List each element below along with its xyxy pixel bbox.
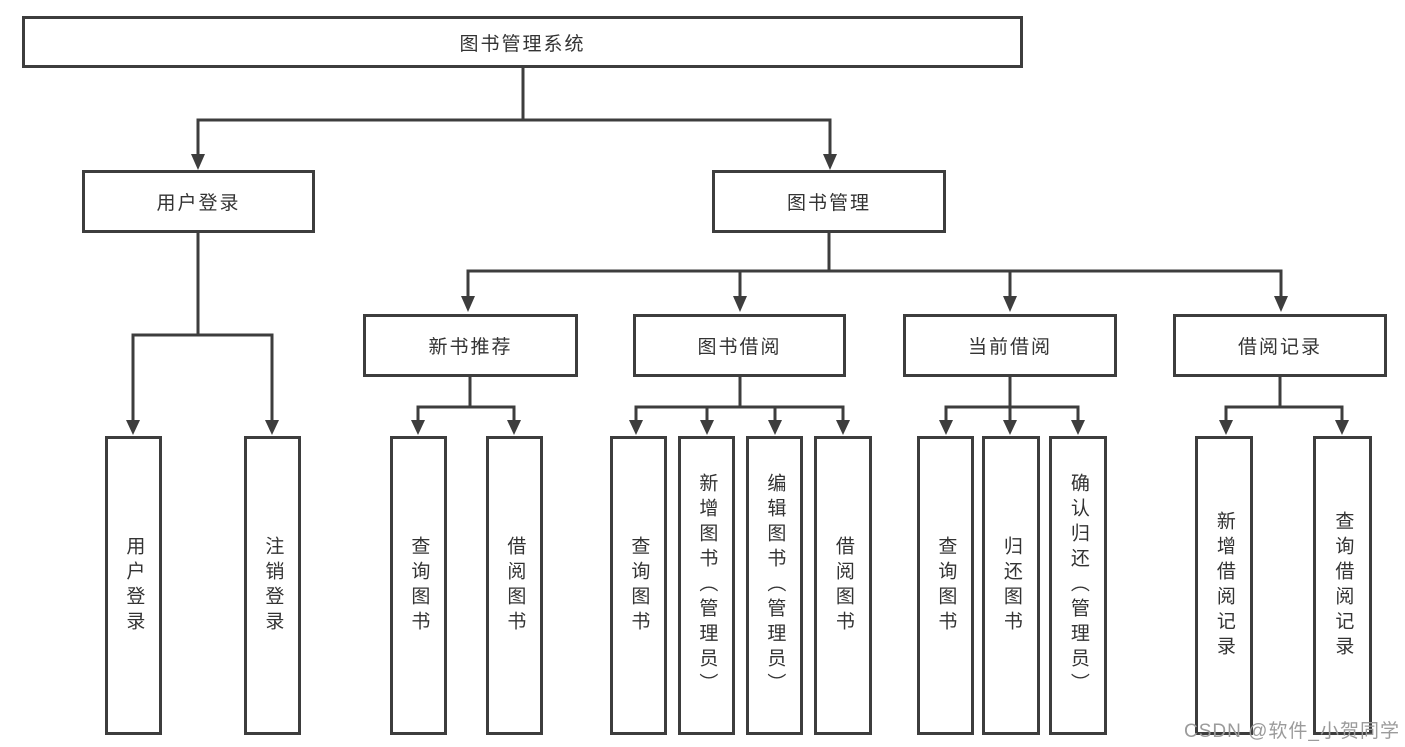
node-label: 图书管理	[786, 193, 871, 214]
node-leaf-logout: 注销登录	[244, 436, 301, 735]
node-label: 图书管理系统	[459, 33, 586, 55]
node-label: 注销登录	[262, 535, 284, 636]
node-leaf-edit-books-admin: 编辑图书（管理员）	[746, 436, 803, 735]
node-leaf-add-books-admin: 新增图书（管理员）	[678, 436, 735, 735]
node-label: 用户登录	[156, 193, 241, 214]
node-label: 确认归还（管理员）	[1067, 473, 1089, 698]
csdn-watermark: CSDN @软件_小贺同学	[1184, 721, 1400, 742]
connector-user-login-to-leaves	[131, 233, 274, 422]
node-label: 查询图书	[408, 535, 430, 636]
node-leaf-query-books-borrow: 查询图书	[610, 436, 667, 735]
connector-borrow-record-to-leaves	[1224, 377, 1344, 422]
node-label: 归还图书	[1000, 535, 1022, 636]
node-book-borrow: 图书借阅	[633, 314, 846, 377]
node-current-borrow: 当前借阅	[903, 314, 1117, 377]
node-leaf-query-books-current: 查询图书	[917, 436, 974, 735]
node-leaf-query-borrow-record: 查询借阅记录	[1313, 436, 1372, 735]
connector-new-book-to-leaves	[416, 377, 516, 422]
node-leaf-confirm-return-admin: 确认归还（管理员）	[1049, 436, 1107, 735]
node-label: 图书借阅	[697, 337, 782, 358]
node-leaf-query-books-recommend: 查询图书	[390, 436, 447, 735]
node-label: 借阅图书	[832, 535, 854, 636]
node-user-login-module: 用户登录	[82, 170, 315, 233]
node-label: 当前借阅	[967, 337, 1052, 358]
node-label: 查询借阅记录	[1332, 510, 1354, 661]
node-root-system: 图书管理系统	[22, 16, 1023, 68]
node-leaf-add-borrow-record: 新增借阅记录	[1195, 436, 1253, 735]
node-label: 查询图书	[935, 535, 957, 636]
node-label: 借阅图书	[504, 535, 526, 636]
node-label: 新增借阅记录	[1213, 510, 1235, 661]
node-leaf-user-login: 用户登录	[105, 436, 162, 735]
node-label: 查询图书	[628, 535, 650, 636]
node-leaf-borrow-books: 借阅图书	[814, 436, 872, 735]
node-leaf-return-books: 归还图书	[982, 436, 1040, 735]
node-leaf-borrow-books-recommend: 借阅图书	[486, 436, 543, 735]
node-label: 用户登录	[123, 535, 145, 636]
connector-current-borrow-to-leaves	[944, 377, 1080, 422]
connector-book-management-to-level3	[466, 233, 1283, 298]
node-borrow-record: 借阅记录	[1173, 314, 1387, 377]
node-book-management-module: 图书管理	[712, 170, 946, 233]
connector-root-to-level2	[196, 67, 832, 157]
node-new-book-recommend: 新书推荐	[363, 314, 578, 377]
connector-book-borrow-to-leaves	[634, 377, 845, 422]
node-label: 新增图书（管理员）	[696, 473, 718, 698]
node-label: 编辑图书（管理员）	[764, 473, 786, 698]
node-label: 新书推荐	[428, 337, 513, 358]
node-label: 借阅记录	[1237, 337, 1322, 358]
